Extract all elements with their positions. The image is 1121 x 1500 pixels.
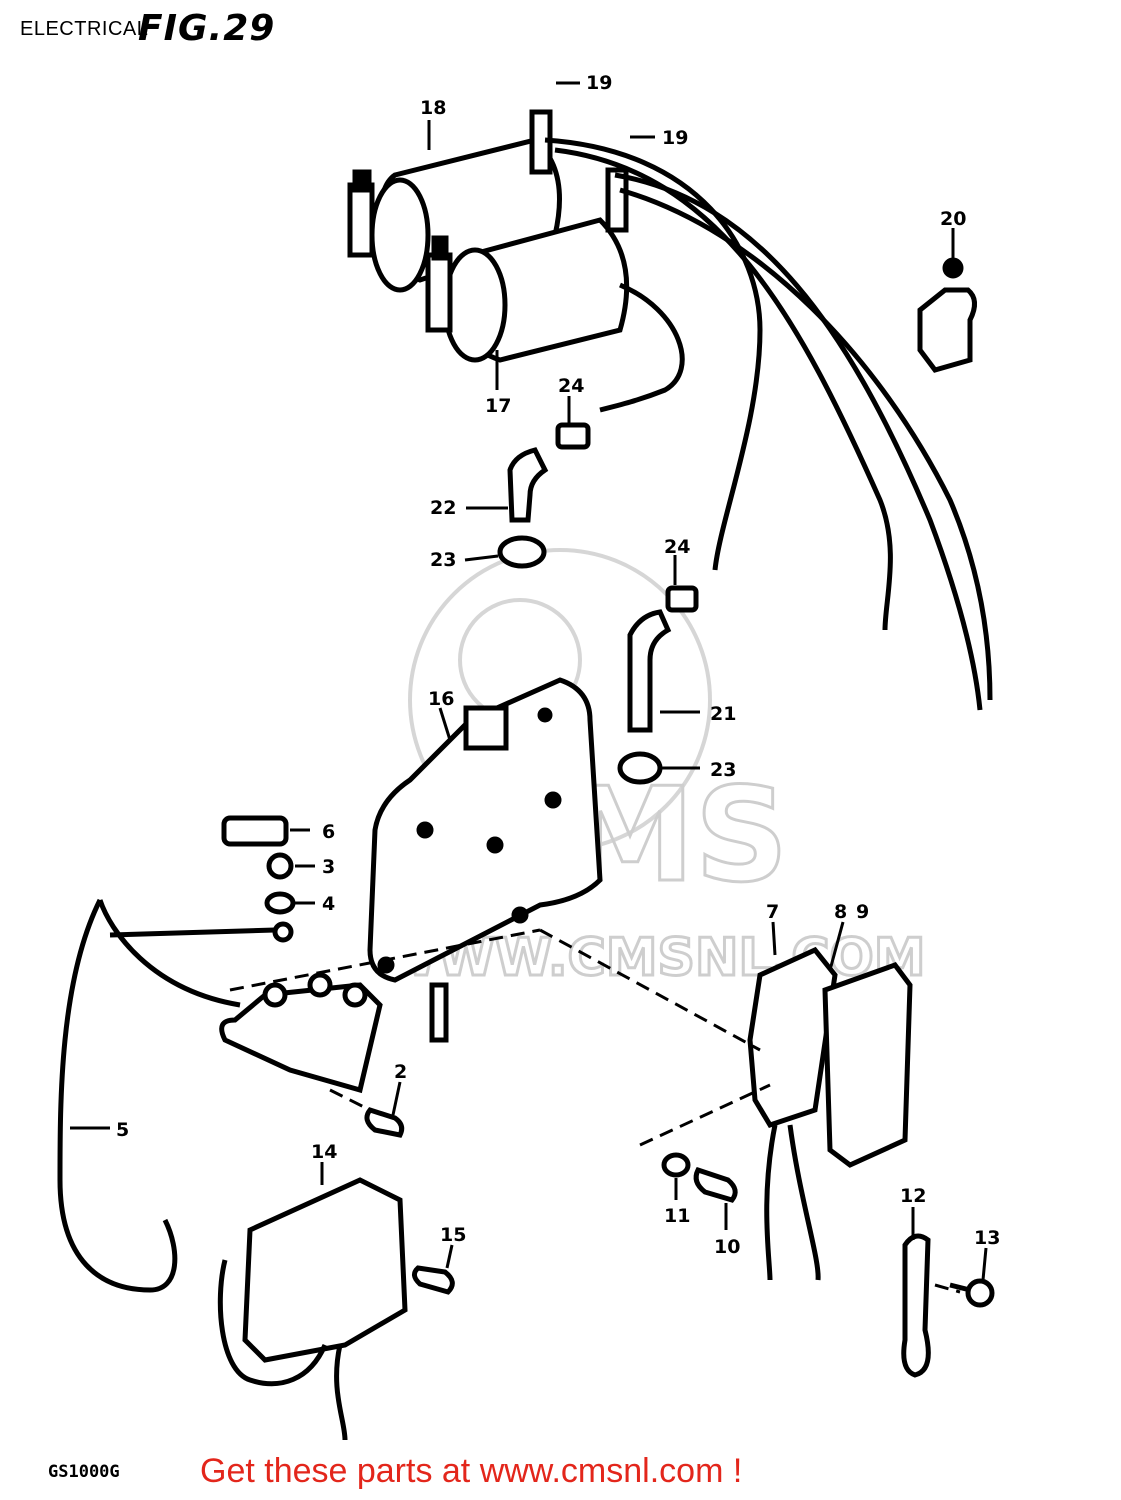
ground-lead-12 xyxy=(901,1233,931,1378)
screw-15 xyxy=(412,1265,455,1295)
callout-18: 18 xyxy=(420,97,446,119)
model-code: GS1000G xyxy=(48,1462,120,1482)
callout-14: 14 xyxy=(311,1141,337,1163)
callout-23-upper: 23 xyxy=(430,549,456,571)
callout-11: 11 xyxy=(664,1205,690,1227)
clamp-20 xyxy=(917,257,977,373)
callout-3: 3 xyxy=(322,856,335,878)
callout-9: 9 xyxy=(856,901,869,923)
callout-24-lower: 24 xyxy=(664,536,690,558)
callout-4: 4 xyxy=(322,893,335,915)
washer-11 xyxy=(661,1152,691,1178)
callout-17: 17 xyxy=(485,395,511,417)
callout-23-lower: 23 xyxy=(710,759,736,781)
boot-23 xyxy=(497,535,663,785)
callout-8: 8 xyxy=(834,901,847,923)
callout-21: 21 xyxy=(710,703,736,725)
nut-3 xyxy=(266,852,294,880)
fuse-box-7 xyxy=(747,946,913,1281)
bolt-13 xyxy=(949,1278,995,1308)
leader-lines xyxy=(70,81,988,1281)
bolt-2 xyxy=(364,1107,405,1138)
ignition-coil-17 xyxy=(425,167,630,363)
callout-numbers: 18 17 19 19 20 24 22 23 24 21 23 16 6 3 … xyxy=(116,72,1000,1258)
callout-6: 6 xyxy=(322,821,335,843)
callout-12: 12 xyxy=(900,1185,926,1207)
callout-5: 5 xyxy=(116,1119,129,1141)
assembly-lines xyxy=(229,928,961,1294)
promo-link[interactable]: Get these parts at www.cmsnl.com ! xyxy=(200,1452,743,1490)
page-title: ELECTRICAL xyxy=(20,18,149,40)
callout-7: 7 xyxy=(766,901,779,923)
bolt-10 xyxy=(693,1166,738,1203)
figure-label: FIG.29 xyxy=(138,8,276,49)
callout-15: 15 xyxy=(440,1224,466,1246)
callout-16: 16 xyxy=(428,688,454,710)
callout-24-upper: 24 xyxy=(558,375,584,397)
washer-4 xyxy=(264,891,296,915)
cap-6 xyxy=(221,815,289,847)
ignition-leads xyxy=(544,137,993,711)
callout-19-upper: 19 xyxy=(586,72,612,94)
plug-cap-21 xyxy=(627,585,699,733)
callout-20: 20 xyxy=(940,208,966,230)
starter-relay xyxy=(219,972,383,1094)
callout-13: 13 xyxy=(974,1227,1000,1249)
callout-10: 10 xyxy=(714,1236,740,1258)
callout-19-lower: 19 xyxy=(662,127,688,149)
regulator-14 xyxy=(217,1177,408,1441)
plug-cap-22 xyxy=(507,422,591,523)
callout-2: 2 xyxy=(394,1061,407,1083)
battery-lead-5 xyxy=(57,898,294,1293)
callout-22: 22 xyxy=(430,497,456,519)
